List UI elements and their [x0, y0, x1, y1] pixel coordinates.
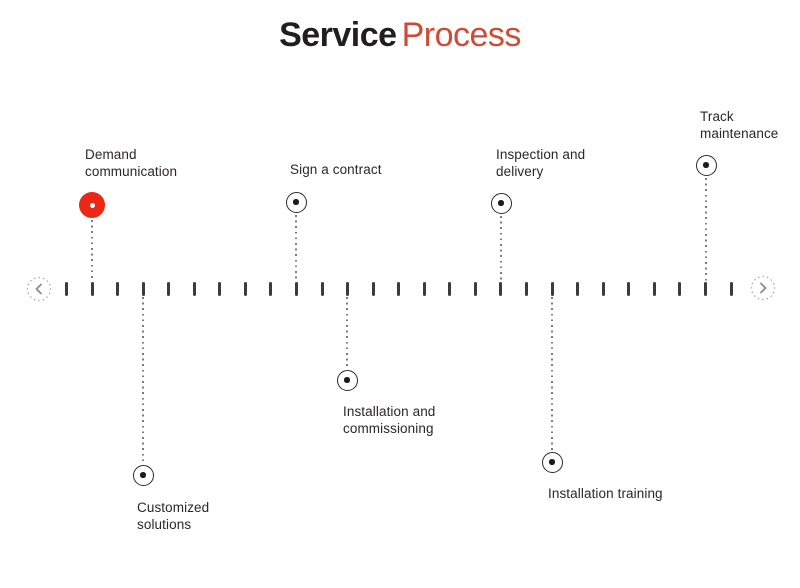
milestone-marker-installation-and-commissioning[interactable] [336, 369, 358, 391]
marker-dot [89, 202, 95, 208]
milestone-label-line: Customized [137, 500, 210, 515]
milestone-label-line: Inspection and [496, 147, 586, 162]
timeline-tick [703, 282, 707, 296]
connector-line [500, 215, 502, 281]
marker-dot [498, 200, 504, 206]
milestone-label-line: Track [700, 109, 734, 124]
title-word-primary: Service [279, 16, 397, 54]
timeline-tick [729, 282, 733, 296]
title-word-secondary: Process [401, 16, 522, 54]
marker-dot [344, 377, 350, 383]
milestone-label-line: solutions [137, 517, 192, 532]
milestone-marker-track-maintenance[interactable] [695, 154, 717, 176]
milestone-marker-sign-a-contract[interactable] [285, 191, 307, 213]
timeline-tick [601, 282, 605, 296]
milestone-marker-demand-communication[interactable] [79, 192, 105, 218]
milestone-marker-installation-training[interactable] [541, 451, 563, 473]
milestone-label-customized-solutions: Customized solutions [137, 499, 209, 533]
timeline-tick [448, 282, 452, 296]
milestone-label-line: Demand [85, 147, 137, 162]
marker-dot [549, 459, 555, 465]
milestone-label-line: maintenance [700, 126, 779, 141]
milestone-label-track-maintenance: Track maintenance [700, 108, 778, 142]
milestone-label-line: Sign a contract [290, 162, 382, 177]
connector-line [551, 297, 553, 450]
timeline-tick [167, 282, 171, 296]
connector-line [346, 297, 348, 368]
timeline-tick [397, 282, 401, 296]
timeline-tick [243, 282, 247, 296]
milestone-marker-customized-solutions[interactable] [132, 464, 154, 486]
timeline-tick [192, 282, 196, 296]
milestone-label-line: commissioning [343, 421, 434, 436]
milestone-label-demand-communication: Demand communication [85, 146, 177, 180]
chevron-left-icon [26, 276, 52, 302]
chevron-right-icon [750, 275, 776, 301]
timeline-tick [65, 282, 68, 296]
timeline-tick [422, 282, 426, 296]
timeline-tick [525, 282, 529, 296]
milestone-label-inspection-and-delivery: Inspection and delivery [496, 146, 585, 180]
timeline-tick [473, 282, 477, 296]
timeline-tick [295, 282, 299, 296]
timeline-tick [627, 282, 631, 296]
milestone-label-line: communication [85, 164, 178, 179]
milestone-label-line: Installation and [343, 404, 436, 419]
milestone-label-sign-a-contract: Sign a contract [290, 161, 382, 178]
timeline-tick [371, 282, 375, 296]
marker-dot [293, 199, 299, 205]
marker-dot [703, 162, 709, 168]
prev-arrow-button[interactable] [25, 275, 53, 303]
timeline-tick [652, 282, 656, 296]
milestone-label-line: Installation training [548, 486, 663, 501]
milestone-label-installation-and-commissioning: Installation and commissioning [343, 403, 435, 437]
timeline-tick [141, 282, 145, 296]
timeline-tick [90, 282, 94, 296]
timeline-tick [499, 282, 503, 296]
timeline-tick [576, 282, 580, 296]
connector-line [705, 177, 707, 281]
timeline-tick [678, 282, 682, 296]
timeline-tick [269, 282, 273, 296]
next-arrow-button[interactable] [749, 274, 777, 302]
milestone-label-line: delivery [496, 164, 544, 179]
connector-line [91, 220, 93, 281]
timeline-tick [550, 282, 554, 296]
connector-line [295, 214, 297, 281]
timeline-tick [218, 282, 222, 296]
milestone-marker-inspection-and-delivery[interactable] [490, 192, 512, 214]
timeline-tick [116, 282, 120, 296]
connector-line [142, 297, 144, 463]
marker-dot [140, 472, 146, 478]
timeline-tick [346, 282, 350, 296]
milestone-label-installation-training: Installation training [548, 485, 663, 502]
timeline-tick [320, 282, 324, 296]
